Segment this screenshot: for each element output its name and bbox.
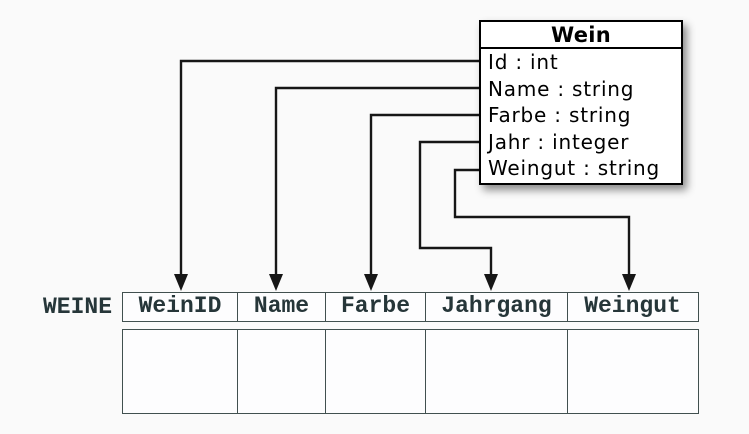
table-name-label: WEINE: [42, 294, 112, 320]
connector-line: [453, 168, 631, 276]
empty-cell-weinid: [123, 330, 238, 413]
table-empty-row: [122, 329, 699, 414]
connector-id-to-weinid: [174, 59, 480, 291]
class-attribute-list: Id : int Name : string Farbe : string Ja…: [481, 49, 681, 182]
connector-line: [274, 86, 480, 276]
attribute-weingut: Weingut : string: [488, 156, 661, 181]
connector-weingut-to-weingut: [453, 168, 636, 291]
arrowhead-icon: [364, 274, 378, 291]
column-header-weingut: Weingut: [584, 293, 681, 319]
connector-line: [179, 59, 480, 276]
arrowhead-icon: [622, 274, 636, 291]
arrowhead-icon: [484, 274, 498, 291]
column-header-jahrgang: Jahrgang: [426, 293, 568, 321]
class-title: Wein: [481, 22, 681, 49]
attribute-name: Name : string: [488, 76, 635, 101]
column-header-name: Name: [238, 293, 326, 321]
arrowhead-icon: [174, 274, 188, 291]
uml-class-wein: Wein Id : int Name : string Farbe : stri…: [479, 20, 683, 185]
column-header-farbe: Farbe: [326, 293, 426, 321]
table-header-row: WeinID Name Farbe Jahrgang Weingut: [122, 292, 699, 322]
connector-name-to-name: [269, 86, 480, 291]
attribute-farbe: Farbe : string: [488, 103, 632, 128]
column-header-weinid: WeinID: [123, 293, 238, 321]
attribute-id: Id : int: [488, 50, 559, 74]
empty-cell-weingut: [568, 330, 697, 413]
empty-cell-name: [238, 330, 326, 413]
empty-cell-jahrgang: [426, 330, 568, 413]
empty-cell-farbe: [326, 330, 426, 413]
connector-farbe-to-farbe: [364, 113, 480, 291]
attribute-jahr: Jahr : integer: [488, 129, 630, 154]
arrowhead-icon: [269, 274, 283, 291]
connector-line: [369, 113, 480, 276]
